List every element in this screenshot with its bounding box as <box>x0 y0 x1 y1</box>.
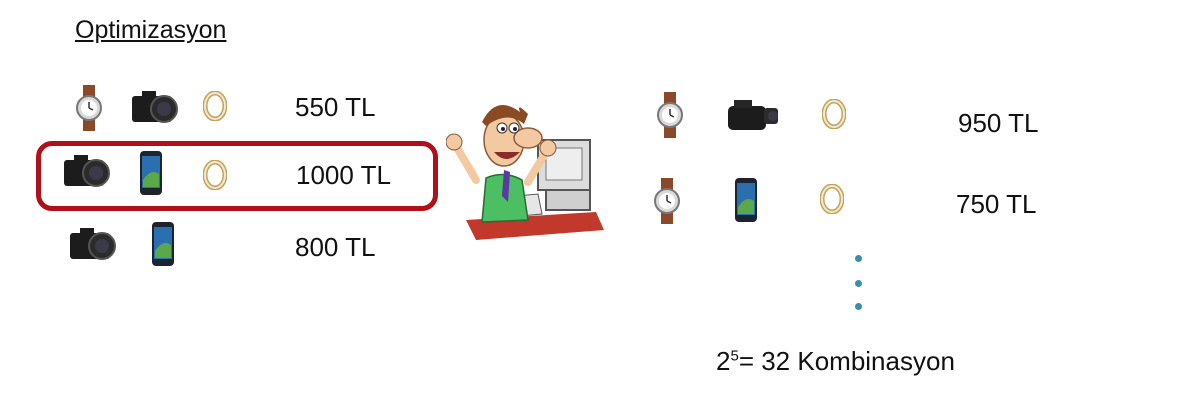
camcorder-icon <box>728 100 778 130</box>
option-price: 950 TL <box>958 108 1039 138</box>
ring-icon <box>203 91 227 121</box>
page-title: Optimizasyon <box>75 16 227 44</box>
phone-icon <box>735 178 757 222</box>
option-price: 550 TL <box>295 92 376 122</box>
selected-option-highlight <box>36 141 438 211</box>
person-at-computer-illustration <box>446 104 604 240</box>
option-price: 750 TL <box>956 189 1037 219</box>
camera-icon <box>132 91 178 123</box>
ellipsis-dot <box>855 255 862 262</box>
camera-icon <box>64 155 110 187</box>
phone-icon <box>152 222 174 266</box>
watch-icon <box>76 85 102 131</box>
camera-icon <box>70 228 116 260</box>
ring-icon <box>820 184 844 214</box>
watch-icon <box>654 178 680 224</box>
ring-icon <box>822 99 846 129</box>
phone-icon <box>140 151 162 195</box>
combination-text: = 32 Kombinasyon <box>738 346 955 376</box>
watch-icon <box>657 92 683 138</box>
option-price: 800 TL <box>295 232 376 262</box>
combination-count: 25= 32 Kombinasyon <box>716 346 955 377</box>
combination-exponent: 5 <box>730 347 739 365</box>
ellipsis-dot <box>855 280 862 287</box>
ring-icon <box>203 160 227 190</box>
combination-base: 2 <box>716 346 731 376</box>
ellipsis-dot <box>855 303 862 310</box>
option-price: 1000 TL <box>296 160 391 190</box>
